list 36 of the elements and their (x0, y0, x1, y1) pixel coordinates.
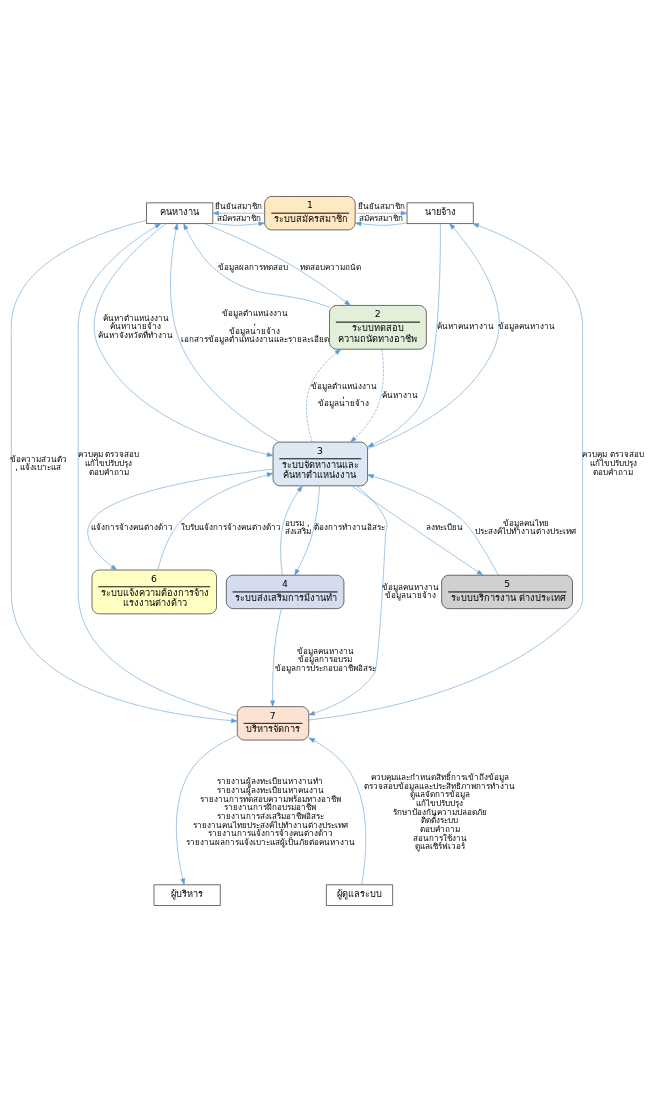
arrow (175, 735, 237, 885)
node-box: ผู้บริหาร (153, 884, 221, 906)
node-box: นายจ้าง (406, 202, 474, 224)
node-box: คนหางาน (145, 202, 213, 224)
node-box: 3 ระบบจัดหางานและ ค้นหาตำแหน่งงาน (272, 441, 368, 487)
arrow (366, 474, 499, 576)
arrow (93, 223, 273, 457)
arrow (305, 349, 341, 443)
arrow (10, 220, 237, 723)
arrow (269, 608, 282, 707)
node-box: 4 ระบบส่งเสริมการมีงานทำ (225, 574, 344, 609)
node-box: 2 ระบบทดสอบ ความถนัดทางอาชีพ (328, 305, 427, 350)
node-box: 5 ระบบบริการงาน ต่างประเทศ (440, 574, 573, 609)
arrow (308, 485, 387, 716)
arrow (308, 737, 366, 886)
arrow (169, 223, 279, 443)
node-box: ผู้ดูแลระบบ (325, 884, 393, 906)
arrow (366, 223, 499, 449)
arrow (367, 223, 441, 448)
arrow (77, 223, 237, 717)
node-box: 6 ระบบแจ้งความต้องการจ้าง แรงงานต่างด้าว (91, 569, 217, 615)
arrow (86, 468, 273, 571)
node-box: 7 บริหารจัดการ (236, 706, 309, 741)
arrow (157, 472, 273, 571)
arrow (203, 223, 351, 306)
node-box: 1 ระบบสมัครสมาชิก (263, 196, 355, 231)
arrow (279, 485, 302, 576)
arrow (182, 223, 330, 308)
arrow (349, 349, 384, 443)
arrow (293, 485, 320, 576)
arrow (354, 210, 407, 216)
arrow (212, 210, 265, 216)
arrow (350, 485, 483, 576)
arrow (354, 221, 407, 227)
arrow (212, 221, 265, 227)
arrow (308, 223, 583, 721)
